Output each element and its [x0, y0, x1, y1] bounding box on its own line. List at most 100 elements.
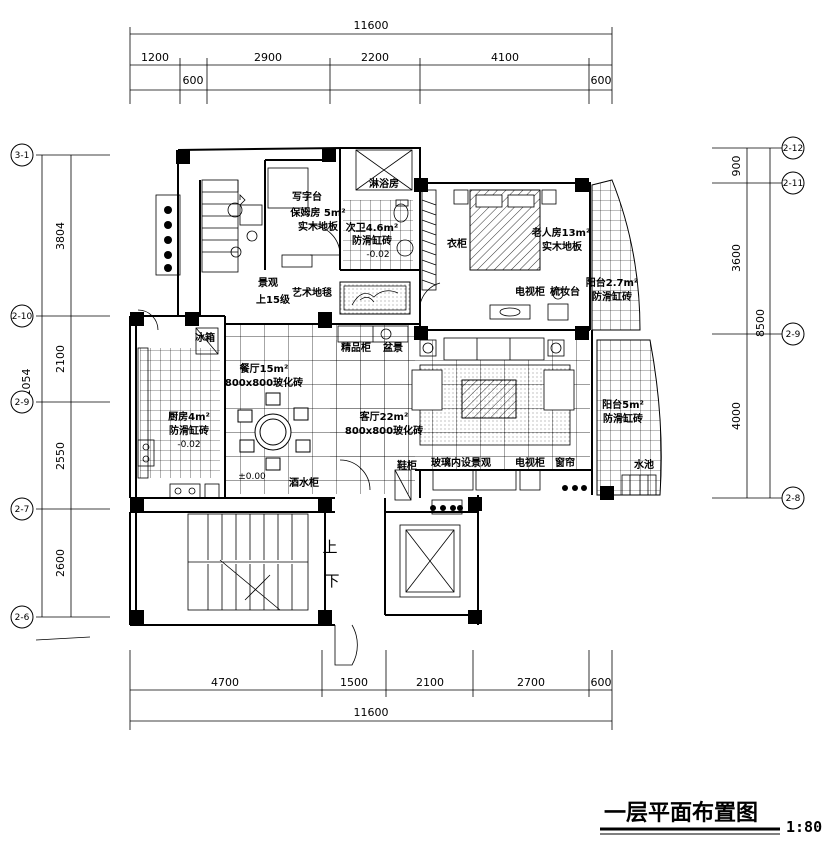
right-axis-markers — [781, 136, 805, 510]
label-balcony-top-tile: 防滑缸砖 — [592, 290, 632, 303]
axis-right-3: 2-9 — [786, 330, 801, 340]
dim-top-2: 2900 — [254, 51, 282, 64]
elevator — [399, 524, 461, 598]
dim-bottom-total: 11600 — [354, 706, 389, 719]
dim-top-1: 1200 — [141, 51, 169, 64]
wardrobe-hatch — [421, 189, 437, 291]
label-wardrobe: 衣柜 — [447, 237, 467, 250]
label-nanny-room: 保姆房 5m² — [289, 206, 345, 219]
bottom-cabinets — [394, 469, 541, 515]
axis-left-2: 2-10 — [12, 312, 33, 322]
door-swings — [137, 224, 441, 666]
label-tv-cabinet-bottom: 电视柜 — [515, 456, 545, 469]
drawing-title: 一层平面布置图 — [604, 800, 758, 826]
label-shower: 淋浴房 — [369, 177, 399, 190]
label-curtain: 窗帘 — [555, 456, 575, 469]
bath-floor-tiles — [343, 200, 413, 270]
label-wine-cabinet: 酒水柜 — [289, 476, 319, 489]
label-elder-floor: 实木地板 — [542, 240, 583, 253]
elder-tv-dresser — [489, 288, 569, 321]
axis-left-1: 3-1 — [15, 151, 30, 161]
bath-fixtures — [355, 149, 414, 257]
label-fridge: 冰箱 — [195, 331, 215, 344]
axis-right-1: 2-12 — [783, 144, 803, 154]
balcony-top-tiles — [591, 179, 641, 331]
label-dining-tile: 800x800玻化砖 — [225, 376, 303, 389]
axis-right-4: 2-8 — [786, 494, 801, 504]
kitchen-counter — [137, 327, 220, 499]
nanny-bed — [227, 167, 313, 268]
label-dining: 餐厅15m² — [239, 362, 289, 375]
label-bonsai: 盆景 — [382, 341, 403, 354]
balcony-right-tiles — [596, 339, 662, 496]
bottom-dimension-lines — [129, 650, 613, 730]
axis-left-5: 2-6 — [15, 613, 30, 623]
label-stair-down: 下 — [324, 572, 339, 590]
label-level-zero: ±0.00 — [238, 472, 266, 482]
top-dimension-lines — [129, 27, 613, 104]
axis-left-3: 2-9 — [15, 398, 30, 408]
label-stair-up: 上 — [322, 538, 337, 556]
label-landscape: 景观 — [258, 277, 278, 289]
dim-top-4: 4100 — [491, 51, 519, 64]
dim-bottom-3: 2100 — [416, 676, 444, 689]
kitchen-floor-tiles — [140, 348, 220, 478]
dim-right-2: 3600 — [730, 244, 743, 272]
axis-right-2: 2-11 — [783, 179, 803, 189]
label-tv-cabinet-top: 电视柜 — [515, 285, 545, 298]
label-nanny-floor: 实木地板 — [298, 220, 339, 233]
dim-left-2: 2100 — [54, 345, 67, 373]
label-balcony-right: 阳台5m² — [602, 398, 644, 411]
entrance-plants — [430, 485, 587, 511]
label-living-tile: 800x800玻化砖 — [345, 424, 423, 437]
label-up15: 上15级 — [256, 293, 291, 306]
left-axis-markers — [10, 143, 34, 629]
label-kitchen-tile: 防滑缸砖 — [169, 424, 209, 437]
label-bath2-tile: 防滑缸砖 — [352, 234, 392, 247]
art-carpet-pattern — [343, 285, 407, 311]
display-cabinets — [337, 325, 565, 357]
dim-top-small-2: 600 — [591, 74, 612, 87]
dim-right-1: 900 — [730, 156, 743, 177]
label-desk: 写字台 — [292, 190, 322, 203]
dim-left-1: 3804 — [54, 222, 67, 250]
elder-bed — [453, 189, 557, 271]
planter-left-plants — [164, 206, 172, 272]
dim-top-small-1: 600 — [183, 74, 204, 87]
axis-left-4: 2-7 — [15, 505, 30, 515]
label-bath2-level: -0.02 — [366, 250, 389, 260]
living-sofa-set — [411, 337, 575, 419]
label-glass-landscape: 玻璃内设景观 — [431, 456, 491, 469]
structural-columns — [130, 148, 614, 624]
art-carpet — [339, 281, 411, 315]
dim-bottom-2: 1500 — [340, 676, 368, 689]
balcony-sink — [621, 474, 657, 496]
label-dresser: 梳妆台 — [549, 285, 580, 298]
dim-bottom-4: 2700 — [517, 676, 545, 689]
dim-left-3: 2550 — [54, 442, 67, 470]
dim-right-3: 4000 — [730, 402, 743, 430]
label-sink: 水池 — [633, 458, 654, 471]
label-kitchen: 厨房4m² — [168, 410, 210, 423]
label-bath2: 次卫4.6m² — [346, 221, 399, 234]
upper-stair — [201, 179, 246, 273]
right-dimension-lines — [712, 147, 782, 499]
label-kitchen-level: -0.02 — [177, 440, 200, 450]
label-balcony-top: 阳台2.7m² — [586, 276, 639, 289]
label-living: 客厅22m² — [359, 410, 409, 423]
dim-bottom-5: 600 — [591, 676, 612, 689]
planter-left — [155, 194, 181, 276]
label-shoe-cabinet: 鞋柜 — [397, 459, 417, 472]
dining-table — [237, 392, 311, 471]
lower-stair — [187, 513, 309, 611]
drawing-scale: 1:80 — [786, 818, 822, 836]
dim-bottom-1: 4700 — [211, 676, 239, 689]
label-balcony-right-tile: 防滑缸砖 — [603, 412, 643, 425]
dim-left-4: 2600 — [54, 549, 67, 577]
dim-right-total: 8500 — [754, 309, 767, 337]
left-dimension-lines — [35, 154, 110, 641]
label-display-cabinet: 精品柜 — [341, 341, 371, 354]
label-art-carpet: 艺术地毯 — [292, 286, 332, 299]
dim-top-total: 11600 — [354, 19, 389, 32]
